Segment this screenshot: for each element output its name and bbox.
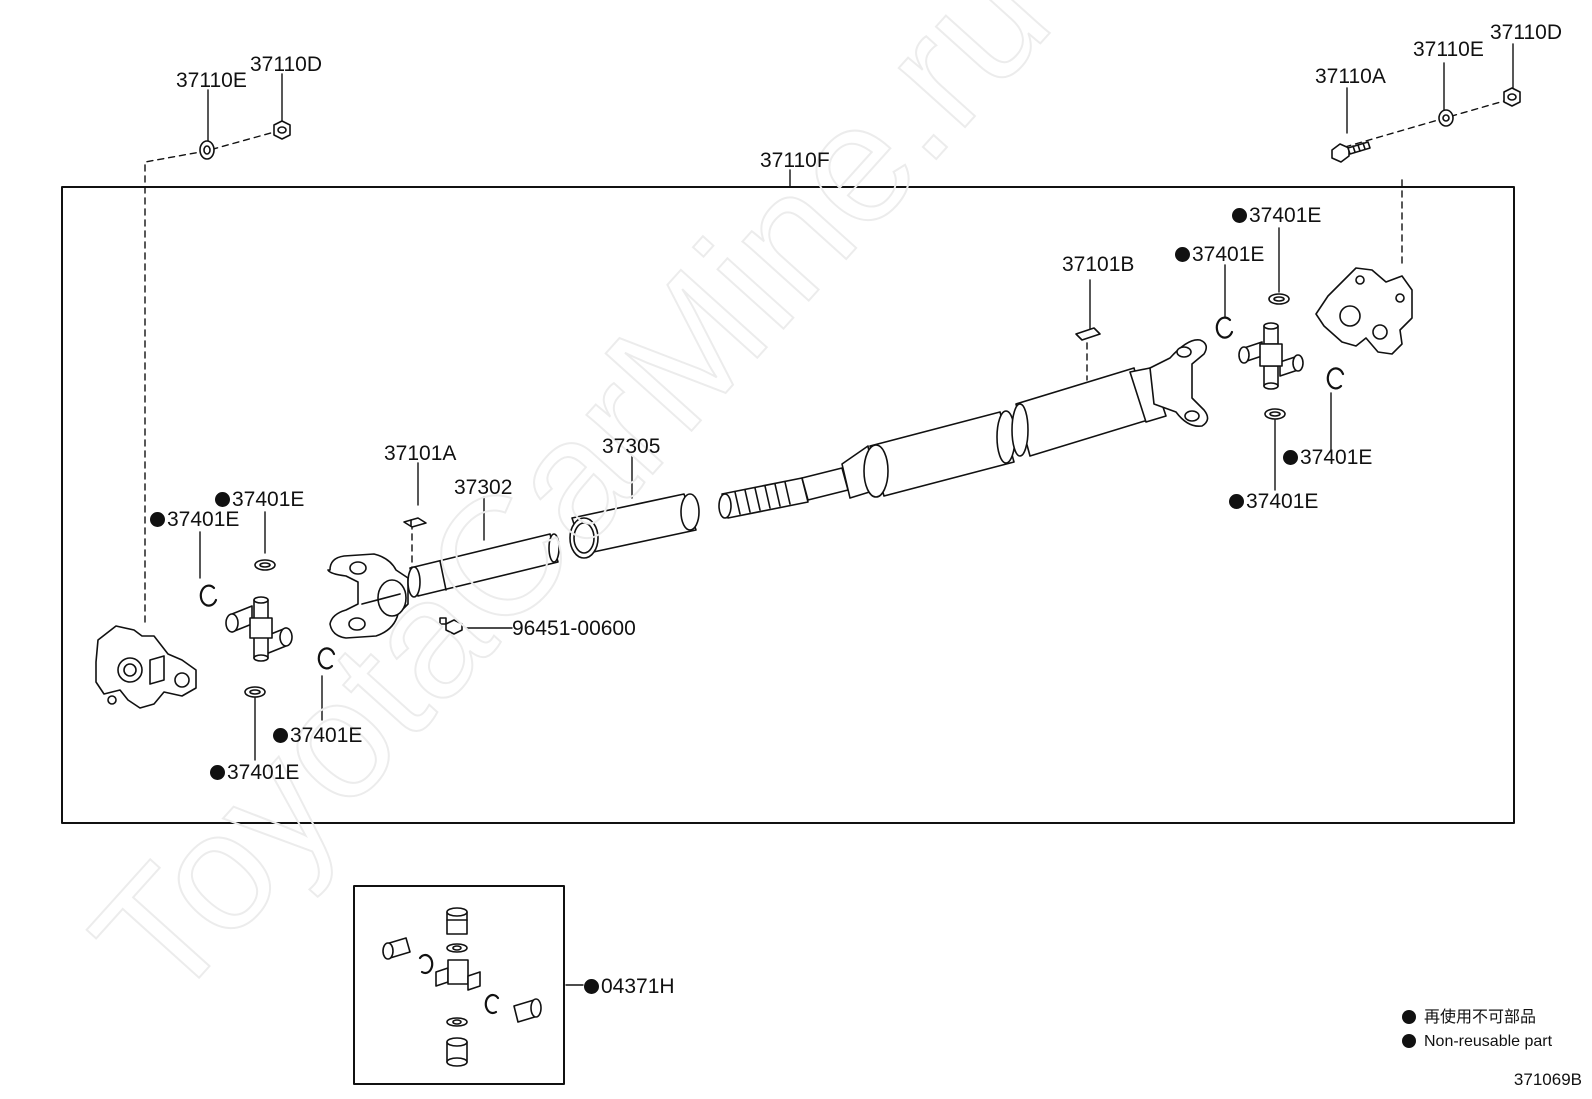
non-reusable-dot-icon [584,979,599,994]
label-37401E-8: 37401E [1229,491,1318,512]
tube-37302 [407,533,560,598]
legend: 再使用不可部品 Non-reusable part [1402,1006,1552,1054]
label-37401E-5: 37401E [1175,244,1264,265]
flange-left [95,625,197,709]
ujoint-right [1238,322,1304,390]
non-reusable-dot-icon [215,492,230,507]
spider-kit-frame [353,885,565,1085]
ujoint-left [225,596,293,662]
label-37110A: 37110A [1315,65,1386,88]
spider-kit-04371H [382,907,542,1067]
grease-fitting-96451 [439,617,463,635]
non-reusable-dot-icon [1232,208,1247,223]
non-reusable-dot-icon [1229,494,1244,509]
non-reusable-dot-icon [1175,247,1190,262]
label-37401E-4: 37401E [210,762,299,783]
label-37401E-1: 37401E [150,509,239,530]
non-reusable-dot-icon [1402,1034,1416,1048]
sleeve-37305 [569,493,700,559]
plate-37101B [1075,327,1101,341]
rear-tube [1011,367,1167,457]
label-37401E-6: 37401E [1232,205,1321,226]
leader-lines [199,43,1514,986]
label-37302: 37302 [454,476,513,499]
washer-37110E-left [199,140,215,160]
dashed-lines [144,98,1512,623]
nut-37110D-right [1503,87,1521,107]
label-04371H: 04371H [584,976,675,997]
non-reusable-dot-icon [1283,450,1298,465]
washer-37110E-right [1438,109,1454,127]
label-37401E-2: 37401E [215,489,304,510]
non-reusable-dot-icon [210,765,225,780]
assembly-frame [61,186,1515,824]
label-37110F: 37110F [760,149,830,172]
non-reusable-dot-icon [150,512,165,527]
rear-yoke [1149,339,1209,428]
snap-rings-right [1215,293,1345,420]
label-37110E-left: 37110E [176,69,247,92]
label-37101B: 37101B [1062,253,1135,276]
label-37305: 37305 [602,435,661,458]
spline-shaft [718,445,877,519]
legend-row-ja: 再使用不可部品 [1402,1006,1552,1030]
label-37110D-right: 37110D [1490,21,1563,44]
plate-37101A [403,517,427,528]
non-reusable-dot-icon [1402,1010,1416,1024]
label-37401E-7: 37401E [1283,447,1372,468]
snap-rings-left [199,559,336,698]
nut-37110D-left [273,120,291,140]
label-96451-00600: 96451-00600 [512,617,636,640]
label-37101A: 37101A [384,442,457,465]
label-37110D-left: 37110D [250,53,323,76]
legend-row-en: Non-reusable part [1402,1030,1552,1054]
flange-right [1315,267,1413,355]
diagram-code: 371069B [1513,1070,1582,1089]
bolt-37110A [1331,141,1371,163]
label-37110E-right: 37110E [1413,38,1484,61]
label-37401E-3: 37401E [273,725,362,746]
slip-tube [863,410,1016,498]
front-yoke [327,553,409,639]
non-reusable-dot-icon [273,728,288,743]
